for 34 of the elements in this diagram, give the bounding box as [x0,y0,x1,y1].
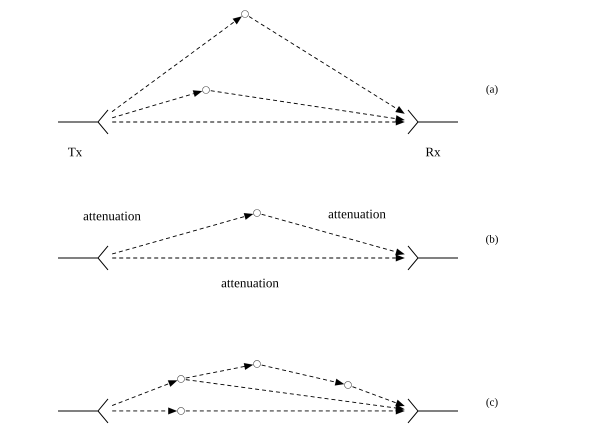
arrow [261,214,405,256]
arrow [185,363,254,378]
arrow [112,254,405,262]
arrow [248,16,405,114]
arrow [112,213,254,254]
edge-label: attenuation [82,210,142,222]
panel-label: (c) [486,398,498,408]
scatterer-circle [241,10,249,18]
arrow [112,16,242,112]
arrow [112,90,202,118]
scatterer-circle [177,407,185,415]
arrow [261,364,344,386]
scatterer-circle [177,375,185,383]
panel-label: (a) [486,85,498,95]
antenna-drawing [408,398,458,424]
panel-label: (b) [486,235,498,245]
scatterer-circle [253,209,261,217]
scatterer-circle [344,381,352,389]
antenna-drawing [58,245,108,270]
arrow [185,408,405,414]
antenna-drawing [408,245,458,270]
edge-label: attenuation [220,278,280,288]
antenna-label: Tx [68,148,82,156]
antenna-label: Rx [426,148,440,156]
arrow [112,380,178,406]
scatterer-circle [253,360,261,368]
scatterer-circle [202,86,210,94]
edge-label: attenuation [327,208,387,220]
antenna-drawing [58,398,108,424]
arrow [112,118,405,126]
arrow [185,379,405,412]
arrow [112,408,178,414]
arrow [352,386,405,406]
arrow [210,90,405,122]
